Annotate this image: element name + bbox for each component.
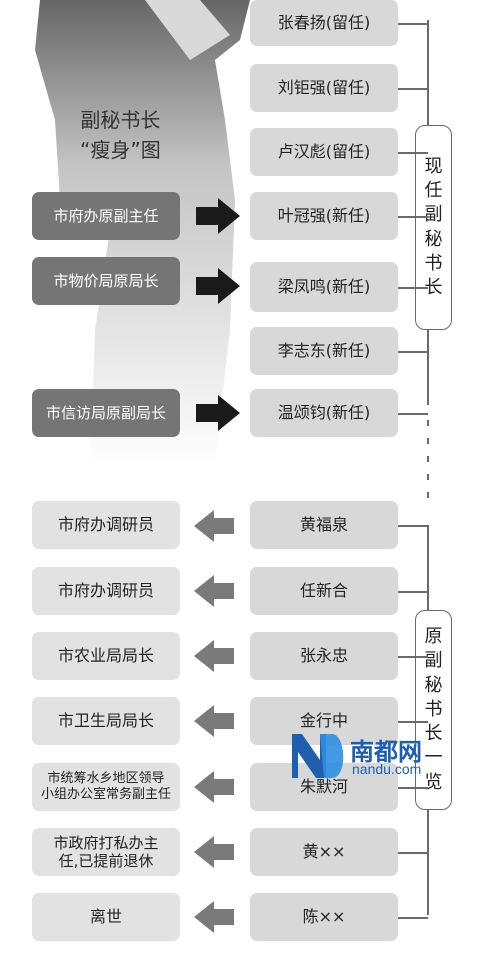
destination-box: 市卫生局局长 xyxy=(32,697,180,745)
arrow-left-icon xyxy=(194,771,234,803)
connector xyxy=(398,591,428,593)
connector xyxy=(398,852,428,854)
arrow-left-icon xyxy=(194,510,234,542)
destination-box: 市府办调研员 xyxy=(32,567,180,615)
watermark-url: nandu.com xyxy=(352,761,422,777)
destination-box: 市统筹水乡地区领导 小组办公室常务副主任 xyxy=(32,763,180,811)
watermark-brand: 南都网 xyxy=(350,738,422,766)
connector xyxy=(398,525,428,527)
current-official-box: 叶冠强(新任) xyxy=(250,192,398,240)
connector xyxy=(398,351,428,353)
origin-box: 市信访局原副局长 xyxy=(32,389,180,437)
arrow-left-icon xyxy=(194,705,234,737)
current-official-box: 温颂钧(新任) xyxy=(250,389,398,437)
former-official-box: 黄×× xyxy=(250,828,398,876)
nd-logo-icon xyxy=(292,734,344,778)
former-official-box: 张永忠 xyxy=(250,632,398,680)
current-official-box: 李志东(新任) xyxy=(250,327,398,375)
destination-box: 市政府打私办主 任,已提前退休 xyxy=(32,828,180,876)
connector xyxy=(398,917,428,919)
former-group-label: 原 副 秘 书 长 一 览 xyxy=(415,610,452,810)
connector xyxy=(398,88,428,90)
watermark-logo: 南都网 nandu.com xyxy=(290,728,440,782)
connector xyxy=(398,413,428,415)
current-official-box: 张春扬(留任) xyxy=(250,0,398,46)
origin-box: 市府办原副主任 xyxy=(32,192,180,240)
arrow-left-icon xyxy=(194,640,234,672)
destination-box: 离世 xyxy=(32,893,180,941)
connector xyxy=(398,23,428,25)
current-group-label: 现 任 副 秘 书 长 xyxy=(415,125,452,330)
diagram-caption: 副秘书长 “瘦身”图 xyxy=(80,105,161,165)
former-official-box: 黄福泉 xyxy=(250,501,398,549)
connector xyxy=(398,721,428,723)
arrow-right-icon xyxy=(196,395,240,431)
arrow-left-icon xyxy=(194,836,234,868)
current-official-box: 卢汉彪(留任) xyxy=(250,128,398,176)
destination-box: 市农业局局长 xyxy=(32,632,180,680)
caption-line-2: “瘦身”图 xyxy=(80,138,161,162)
former-official-box: 陈×× xyxy=(250,893,398,941)
connector xyxy=(398,152,428,154)
connector xyxy=(398,287,428,289)
destination-box: 市府办调研员 xyxy=(32,501,180,549)
former-official-box: 任新合 xyxy=(250,567,398,615)
caption-line-1: 副秘书长 xyxy=(80,108,161,132)
dashed-connector xyxy=(427,420,429,510)
current-official-box: 刘钜强(留任) xyxy=(250,64,398,112)
connector xyxy=(398,656,428,658)
arrow-right-icon xyxy=(196,268,240,304)
current-official-box: 梁凤鸣(新任) xyxy=(250,262,398,312)
connector xyxy=(398,216,428,218)
arrow-right-icon xyxy=(196,198,240,234)
arrow-left-icon xyxy=(194,575,234,607)
arrow-left-icon xyxy=(194,901,234,933)
connector xyxy=(398,787,428,789)
origin-box: 市物价局原局长 xyxy=(32,257,180,305)
